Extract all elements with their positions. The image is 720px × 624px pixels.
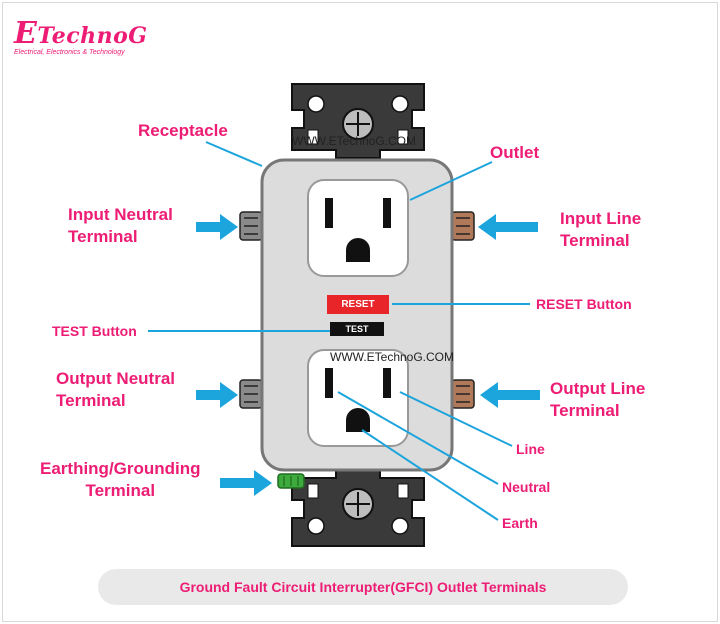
- diagram-caption: Ground Fault Circuit Interrupter(GFCI) O…: [98, 569, 628, 605]
- earth-leader: [361, 429, 499, 521]
- bottom-mounting-strap: [291, 469, 425, 547]
- label-line: Line: [516, 441, 545, 457]
- strap-hole: [391, 95, 409, 113]
- lower-outlet: [307, 349, 409, 447]
- outlet-leader: [409, 161, 493, 201]
- strap-hole: [307, 517, 325, 535]
- label-earth: Earth: [502, 515, 538, 531]
- logo-tagline: Electrical, Electronics & Technology: [14, 49, 125, 56]
- receptacle-leader: [205, 141, 263, 167]
- test-button-label: TEST: [345, 324, 369, 334]
- input-neutral-terminal-screw: [239, 211, 263, 241]
- label-test-button: TEST Button: [52, 323, 137, 339]
- top-mounting-strap: [291, 83, 425, 159]
- label-receptacle: Receptacle: [138, 121, 228, 140]
- watermark-bottom: WWW.ETechnoG.COM: [330, 350, 455, 364]
- reset-button: [327, 295, 389, 314]
- input-neutral-arrow: [196, 214, 238, 240]
- label-neutral: Neutral: [502, 479, 551, 495]
- neutral-slot: [325, 368, 333, 398]
- leader-lines: [148, 141, 530, 521]
- line-slot: [383, 198, 391, 228]
- label-reset-button: RESET Button: [536, 296, 632, 312]
- input-line-terminal-screw: [451, 211, 475, 241]
- strap-slot: [397, 129, 409, 145]
- output-neutral-arrow: [196, 382, 238, 408]
- input-line-arrow: [478, 214, 538, 240]
- test-button: [330, 322, 384, 336]
- neutral-leader: [337, 391, 499, 485]
- earthing-arrow: [220, 470, 272, 496]
- output-line-terminal-screw: [451, 379, 475, 409]
- strap-slot: [307, 483, 319, 499]
- output-neutral-terminal-screw: [239, 379, 263, 409]
- label-outlet: Outlet: [490, 143, 540, 162]
- strap-slot: [397, 483, 409, 499]
- strap-slot: [307, 129, 319, 145]
- earthing-terminal-screw: [277, 473, 305, 489]
- strap-hole: [391, 517, 409, 535]
- logo-wordmark: ETechnoG: [14, 16, 148, 51]
- line-slot: [383, 368, 391, 398]
- strap-hole: [307, 95, 325, 113]
- ground-hole: [346, 408, 370, 432]
- watermark-top: WWW.ETechnoG.COM: [292, 134, 417, 148]
- line-leader: [399, 391, 513, 447]
- upper-outlet: [307, 179, 409, 277]
- reset-button-label: RESET: [341, 299, 375, 310]
- output-line-arrow: [480, 382, 540, 408]
- terminal-arrows: [196, 214, 540, 496]
- neutral-slot: [325, 198, 333, 228]
- ground-hole: [346, 238, 370, 262]
- logo: ETechnoG Electrical, Electronics & Techn…: [14, 16, 148, 56]
